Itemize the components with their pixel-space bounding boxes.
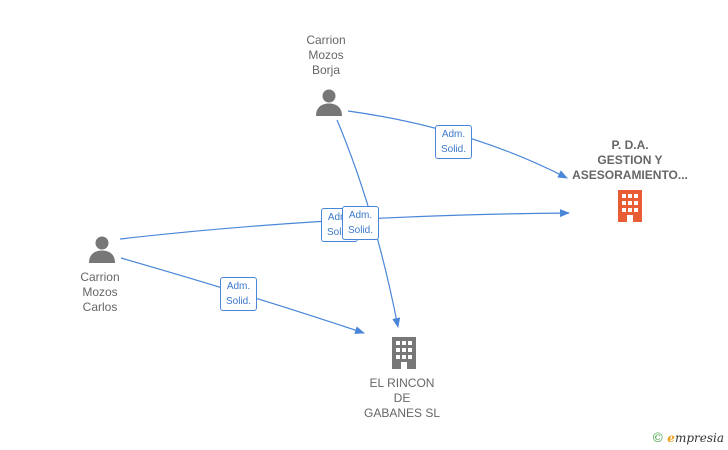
brand-name: mpresia bbox=[674, 431, 724, 445]
edge-label-carlos-rincon: Adm. Solid. bbox=[220, 277, 258, 311]
role-label: Adm. bbox=[226, 281, 251, 292]
company-rincon-label[interactable]: EL RINCON DE GABANES SL bbox=[340, 376, 464, 421]
company-pda-line-2: GESTION Y bbox=[597, 153, 663, 167]
role-label: Solid. bbox=[348, 225, 374, 236]
company-rincon-line-3: GABANES SL bbox=[363, 406, 441, 420]
role-label: Adm. bbox=[327, 212, 352, 223]
brand-e: e bbox=[667, 431, 675, 445]
person-icon[interactable] bbox=[87, 234, 117, 264]
person-carlos-label[interactable]: Carrion Mozos Carlos bbox=[60, 270, 140, 315]
company-rincon-line-2: DE bbox=[393, 391, 411, 405]
person-borja-label[interactable]: Carrion Mozos Borja bbox=[286, 33, 366, 78]
role-label: Adm. bbox=[348, 210, 373, 221]
role-label: Solid. bbox=[441, 144, 467, 155]
company-pda-line-3: ASESORAMIENTO... bbox=[572, 168, 688, 182]
edge-label-borja-pda: Adm. Solid. bbox=[435, 125, 473, 159]
person-carlos-line-1: Carrion bbox=[80, 270, 120, 284]
brand-logo: ©empresia bbox=[651, 431, 724, 446]
role-label: Adm. bbox=[441, 129, 466, 140]
person-carlos-line-2: Mozos bbox=[82, 285, 118, 299]
edge-label-borja-rincon: Adm. Solid. bbox=[342, 206, 380, 240]
building-icon[interactable] bbox=[388, 336, 420, 370]
role-label: Solid. bbox=[327, 227, 353, 238]
person-icon[interactable] bbox=[314, 87, 344, 117]
company-pda-label[interactable]: P. D.A. GESTION Y ASESORAMIENTO... bbox=[560, 138, 700, 183]
company-rincon-line-1: EL RINCON bbox=[369, 376, 435, 390]
person-borja-line-1: Carrion bbox=[306, 33, 346, 47]
person-borja-line-3: Borja bbox=[311, 63, 340, 77]
company-pda-line-1: P. D.A. bbox=[611, 138, 649, 152]
person-carlos-line-3: Carlos bbox=[82, 300, 118, 314]
building-icon[interactable] bbox=[614, 189, 646, 223]
person-borja-line-2: Mozos bbox=[308, 48, 344, 62]
copyright-icon: © bbox=[651, 431, 665, 446]
role-label: Solid. bbox=[226, 296, 252, 307]
